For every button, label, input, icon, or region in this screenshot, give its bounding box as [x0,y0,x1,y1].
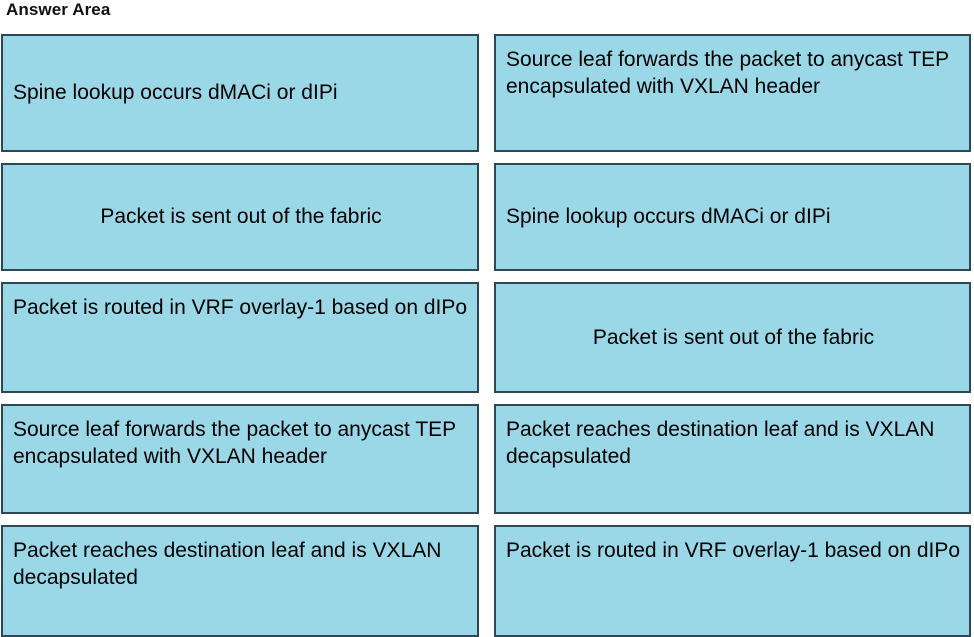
answer-box-label: Packet is routed in VRF overlay-1 based … [13,296,468,320]
answer-box-label: Source leaf forwards the packet to anyca… [506,48,949,98]
list-item[interactable]: Spine lookup occurs dMACi or dIPi [1,34,479,152]
answer-box-label: Packet reaches destination leaf and is V… [506,417,935,468]
available-options-column: Spine lookup occurs dMACi or dIPi Packet… [1,34,479,637]
list-item[interactable]: Source leaf forwards the packet to anyca… [494,34,971,152]
answer-box-label: Spine lookup occurs dMACi or dIPi [13,81,338,105]
answer-box-label: Packet is sent out of the fabric [592,325,875,349]
list-item[interactable]: Packet is sent out of the fabric [1,162,479,272]
list-item[interactable]: Packet reaches destination leaf and is V… [1,525,479,637]
answer-box-label: Packet is routed in VRF overlay-1 based … [506,539,961,563]
list-item[interactable]: Packet is routed in VRF overlay-1 based … [494,525,971,637]
answer-box-label: Packet is sent out of the fabric [100,205,382,229]
list-item[interactable]: Spine lookup occurs dMACi or dIPi [494,162,971,272]
list-item[interactable]: Source leaf forwards the packet to anyca… [1,403,479,515]
answer-box-label: Spine lookup occurs dMACi or dIPi [506,205,831,229]
answer-box-label: Packet reaches destination leaf and is V… [13,539,442,590]
answer-columns: Spine lookup occurs dMACi or dIPi Packet… [0,34,974,637]
list-item[interactable]: Packet is routed in VRF overlay-1 based … [1,282,479,393]
answer-box-label: Source leaf forwards the packet to anyca… [13,417,456,468]
page-title: Answer Area [6,0,111,19]
ordered-answers-column: Source leaf forwards the packet to anyca… [494,34,971,637]
list-item[interactable]: Packet reaches destination leaf and is V… [494,403,971,515]
list-item[interactable]: Packet is sent out of the fabric [494,282,971,393]
